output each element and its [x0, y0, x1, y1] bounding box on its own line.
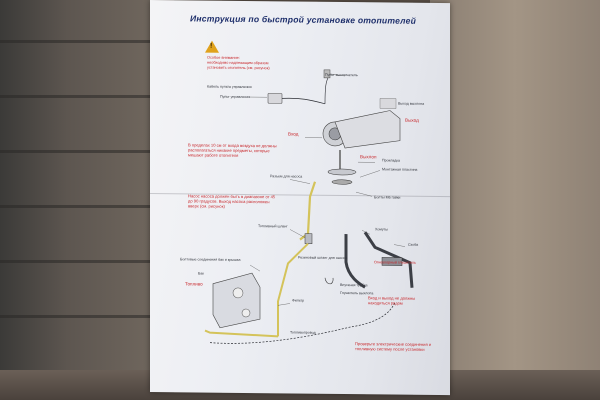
label-intake-pipe: Впускная трубка	[340, 282, 368, 288]
dashed-wire	[209, 302, 396, 344]
label-control-panel: Пульт управления	[220, 94, 251, 100]
label-inlet: Вход	[288, 131, 299, 137]
label-outlet: Выход	[405, 117, 419, 123]
instruction-sheet: Инструкция по быстрой установке отопител…	[150, 0, 450, 396]
label-clamp2: Скоба	[408, 242, 419, 247]
label-tank-fuel: Топливо	[185, 281, 203, 287]
label-tank: Бак	[198, 271, 204, 276]
muffler-shape	[381, 257, 403, 266]
fuel-hose-shape	[299, 181, 317, 241]
label-gasket: Прокладка	[382, 158, 401, 163]
label-clamps: Хомуты	[375, 227, 388, 232]
label-exhaust-right: Выход выхлопа	[398, 101, 425, 106]
label-filter: Фильтр	[292, 298, 305, 303]
background-right-cardboard	[430, 0, 600, 400]
label-tank-connector: Болтовые соединения бак и крышка	[180, 257, 241, 262]
warning-icon: !	[205, 40, 219, 53]
fuel-tank-shape	[212, 272, 261, 329]
label-bolts: Болты М6 гайки	[374, 195, 401, 200]
heater-unit-shape	[322, 98, 401, 149]
control-wire	[281, 97, 326, 105]
note-exhaust: Вход и выход не должны находиться рядом	[368, 295, 416, 306]
label-mount-plate: Монтажная пластина	[382, 167, 418, 172]
mount-plate-shape	[327, 168, 357, 176]
control-panel-shape	[267, 92, 283, 104]
warning-text: Особое внимание: необходимо надлежащим о…	[207, 55, 270, 71]
label-pump-connector: Разъем для насоса	[270, 174, 303, 179]
note-final: Проверьте электрические соединения и топ…	[355, 341, 432, 352]
fuel-pump-shape	[304, 233, 313, 244]
label-fuel-hose: Топливный шланг	[258, 224, 288, 229]
exhaust-pipe-shape	[344, 234, 366, 289]
installation-diagram	[204, 69, 414, 344]
label-cable-top: Пульт выключатель	[325, 72, 358, 78]
background-left-shelf	[0, 0, 150, 400]
note-pump: Насос насоса должен быть в диапазоне от …	[188, 193, 276, 210]
label-fuel-line: Топливопровод	[290, 330, 316, 335]
label-fuel-pump: Резиновый шланг для насоса	[298, 255, 348, 261]
label-control-wire: Кабель пульта управления	[207, 84, 252, 90]
note-inlet: В пределах 10 см от входа воздуха не дол…	[188, 142, 277, 159]
label-muffler: Огнеупорный глушитель	[374, 260, 416, 265]
label-exhaust: Выхлоп	[360, 154, 377, 160]
